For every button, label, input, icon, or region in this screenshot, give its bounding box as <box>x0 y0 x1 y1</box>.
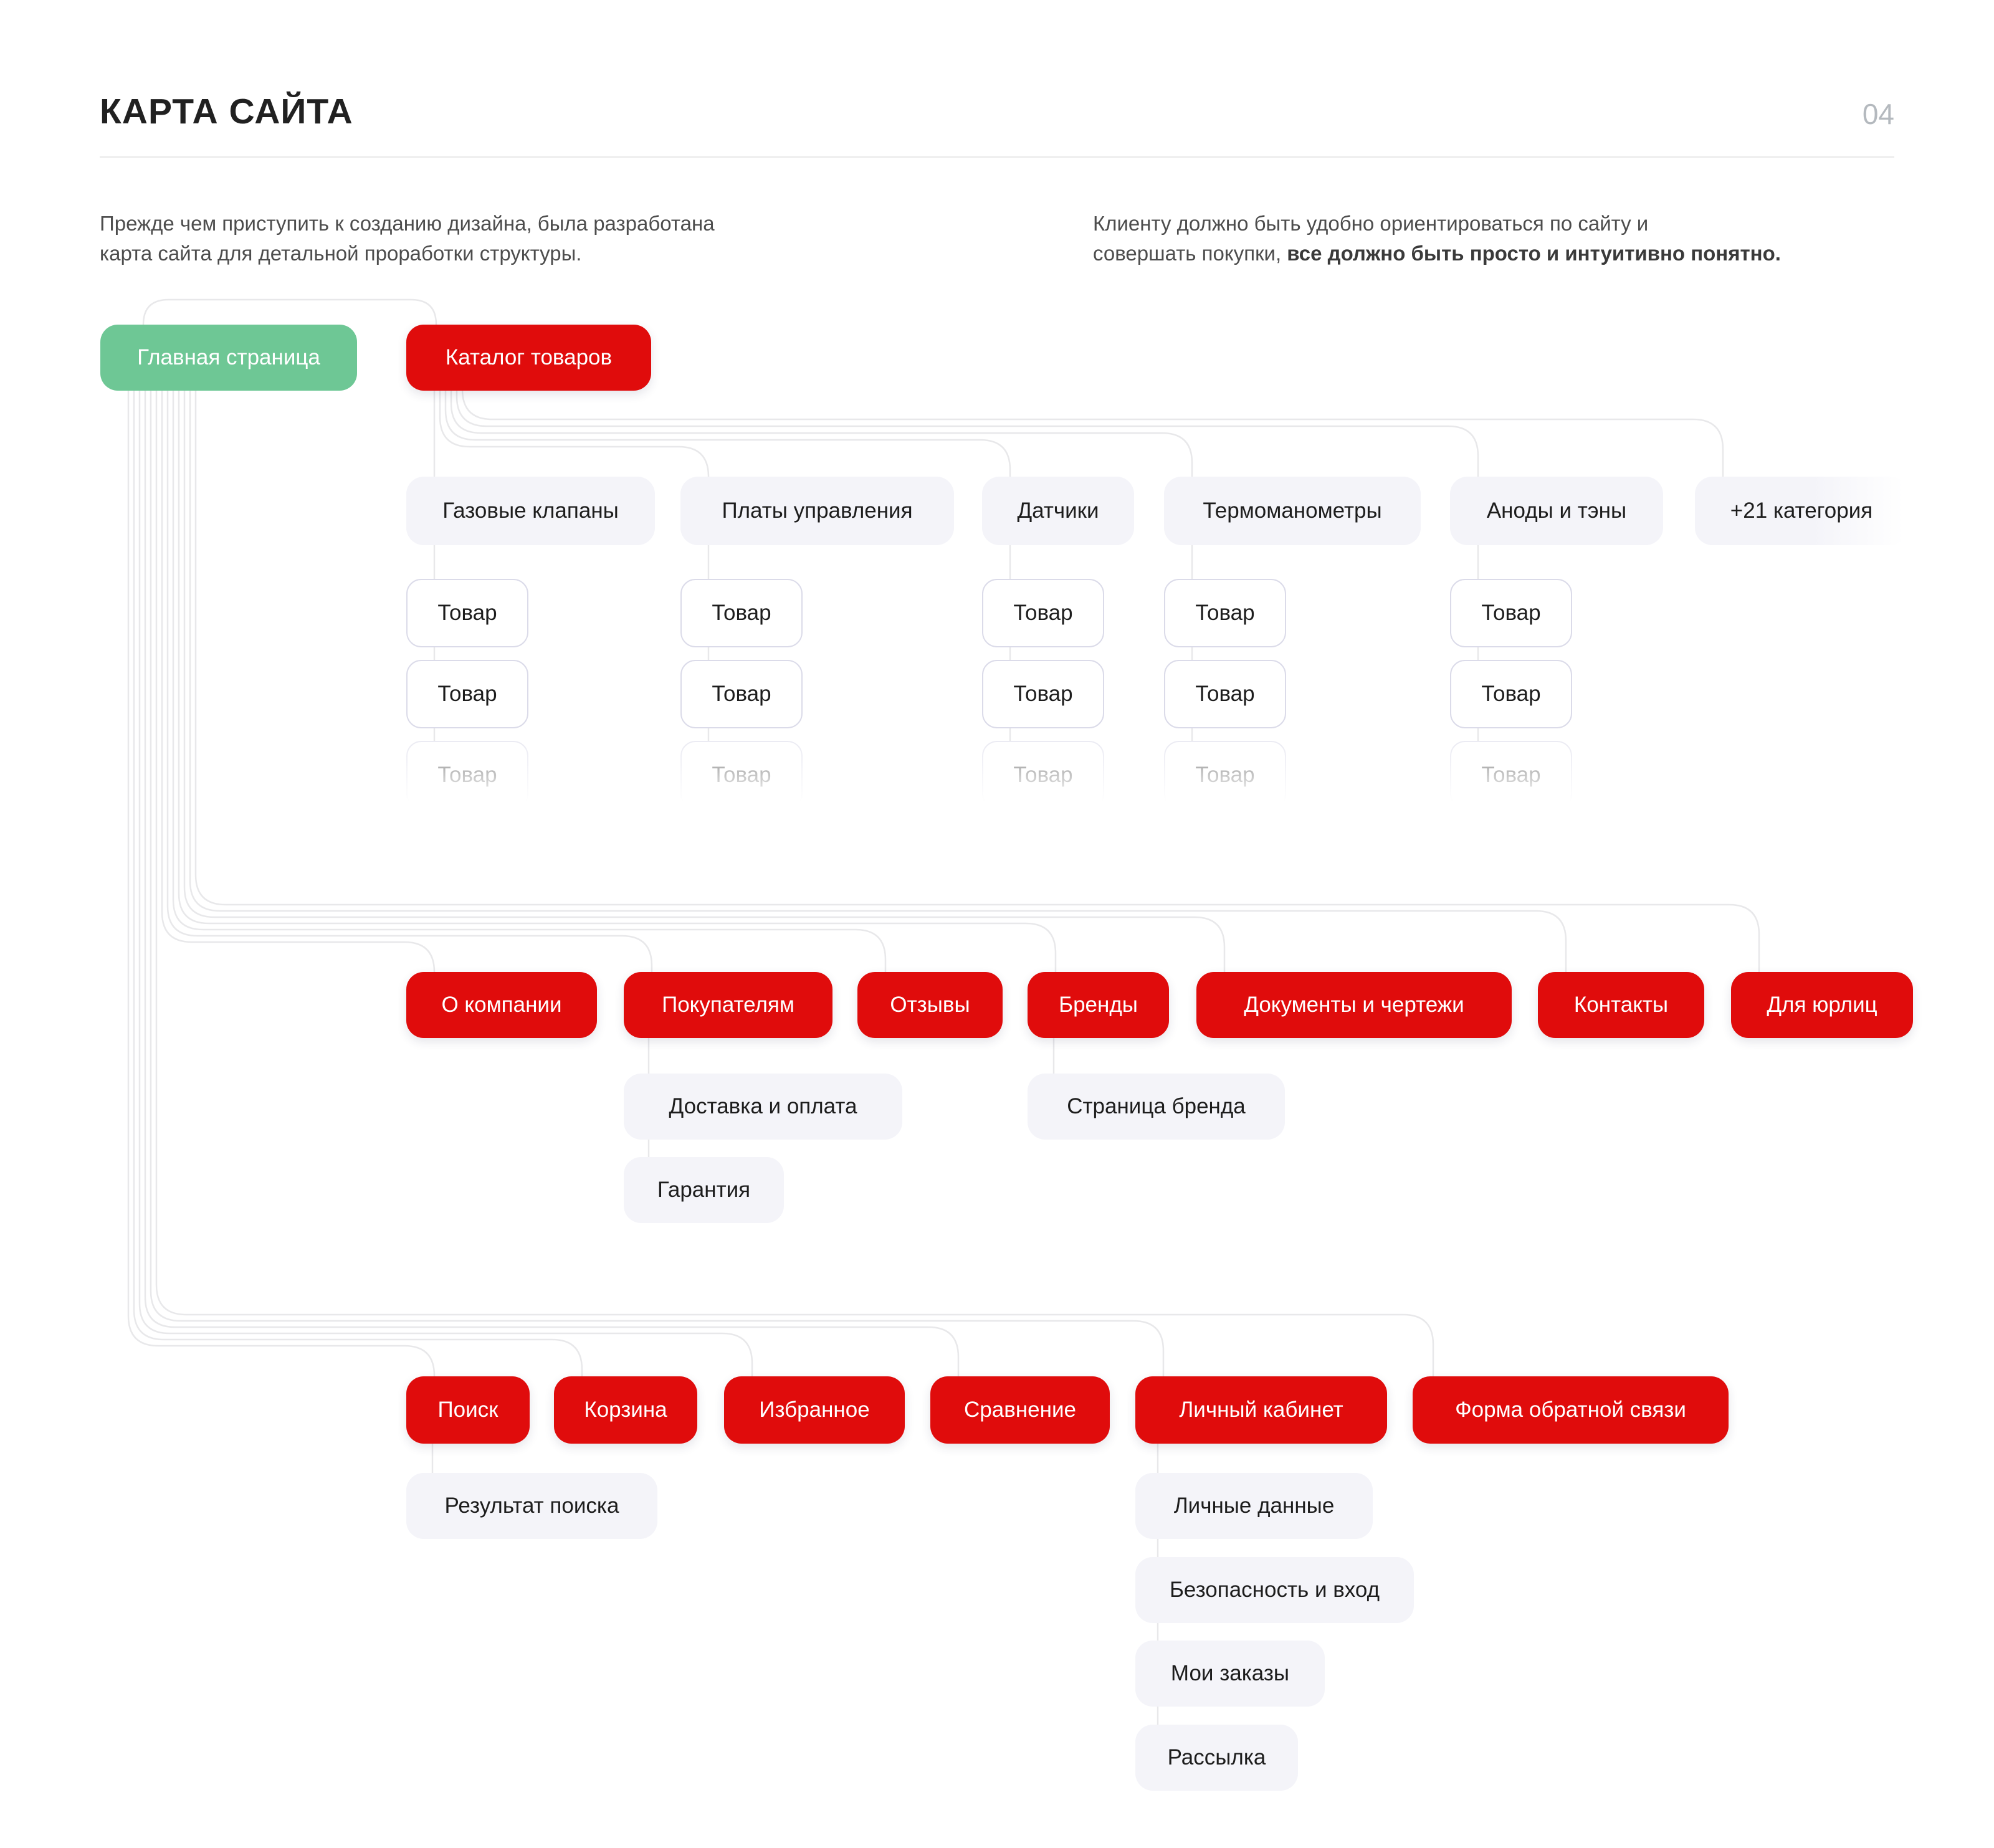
info-page-node: Для юрлиц <box>1731 972 1913 1038</box>
category-node: Датчики <box>982 477 1134 545</box>
intro-right-paragraph: Клиенту должно быть удобно ориентировать… <box>1093 209 1940 269</box>
info-page-node: О компании <box>406 972 597 1038</box>
product-node: Товар <box>1450 741 1572 809</box>
product-node: Товар <box>680 579 803 647</box>
product-node: Товар <box>680 660 803 728</box>
category-node: Платы управления <box>680 477 954 545</box>
product-node: Товар <box>1164 660 1286 728</box>
page-number: 04 <box>1862 98 1894 130</box>
service-page-node: Корзина <box>554 1376 697 1444</box>
intro-right-bold: все должно быть просто и интуитивно поня… <box>1287 242 1781 265</box>
service-page-node: Форма обратной связи <box>1413 1376 1729 1444</box>
subpage-node: Гарантия <box>624 1157 784 1223</box>
subpage-node: Доставка и оплата <box>624 1074 902 1140</box>
info-page-node: Отзывы <box>857 972 1003 1038</box>
intro-right-normal: Клиенту должно быть удобно ориентировать… <box>1093 212 1649 265</box>
product-node: Товар <box>982 741 1104 809</box>
category-node: +21 категория <box>1695 477 1908 545</box>
product-node: Товар <box>1164 579 1286 647</box>
main-page-node: Главная страница <box>100 325 357 391</box>
category-node: Термоманометры <box>1164 477 1421 545</box>
subpage-node: Безопасность и вход <box>1135 1557 1414 1623</box>
page-title: КАРТА САЙТА <box>100 92 353 131</box>
info-page-node: Документы и чертежи <box>1196 972 1512 1038</box>
product-node: Товар <box>406 579 528 647</box>
subpage-node: Страница бренда <box>1028 1074 1285 1140</box>
product-node: Товар <box>406 660 528 728</box>
service-page-node: Избранное <box>724 1376 905 1444</box>
header-divider <box>100 156 1894 158</box>
service-page-node: Личный кабинет <box>1135 1376 1387 1444</box>
subpage-node: Личные данные <box>1135 1473 1373 1539</box>
subpage-node: Результат поиска <box>406 1473 657 1539</box>
subpage-node: Рассылка <box>1135 1725 1298 1791</box>
category-node: Аноды и тэны <box>1450 477 1663 545</box>
product-node: Товар <box>406 741 528 809</box>
catalog-node: Каталог товаров <box>406 325 651 391</box>
product-node: Товар <box>680 741 803 809</box>
product-node: Товар <box>1164 741 1286 809</box>
subpage-node: Мои заказы <box>1135 1641 1325 1707</box>
service-page-node: Сравнение <box>930 1376 1110 1444</box>
info-page-node: Контакты <box>1538 972 1704 1038</box>
service-page-node: Поиск <box>406 1376 530 1444</box>
product-node: Товар <box>1450 579 1572 647</box>
product-node: Товар <box>1450 660 1572 728</box>
info-page-node: Бренды <box>1028 972 1169 1038</box>
product-node: Товар <box>982 660 1104 728</box>
intro-left-paragraph: Прежде чем приступить к созданию дизайна… <box>100 212 715 265</box>
product-node: Товар <box>982 579 1104 647</box>
info-page-node: Покупателям <box>624 972 832 1038</box>
category-node: Газовые клапаны <box>406 477 655 545</box>
